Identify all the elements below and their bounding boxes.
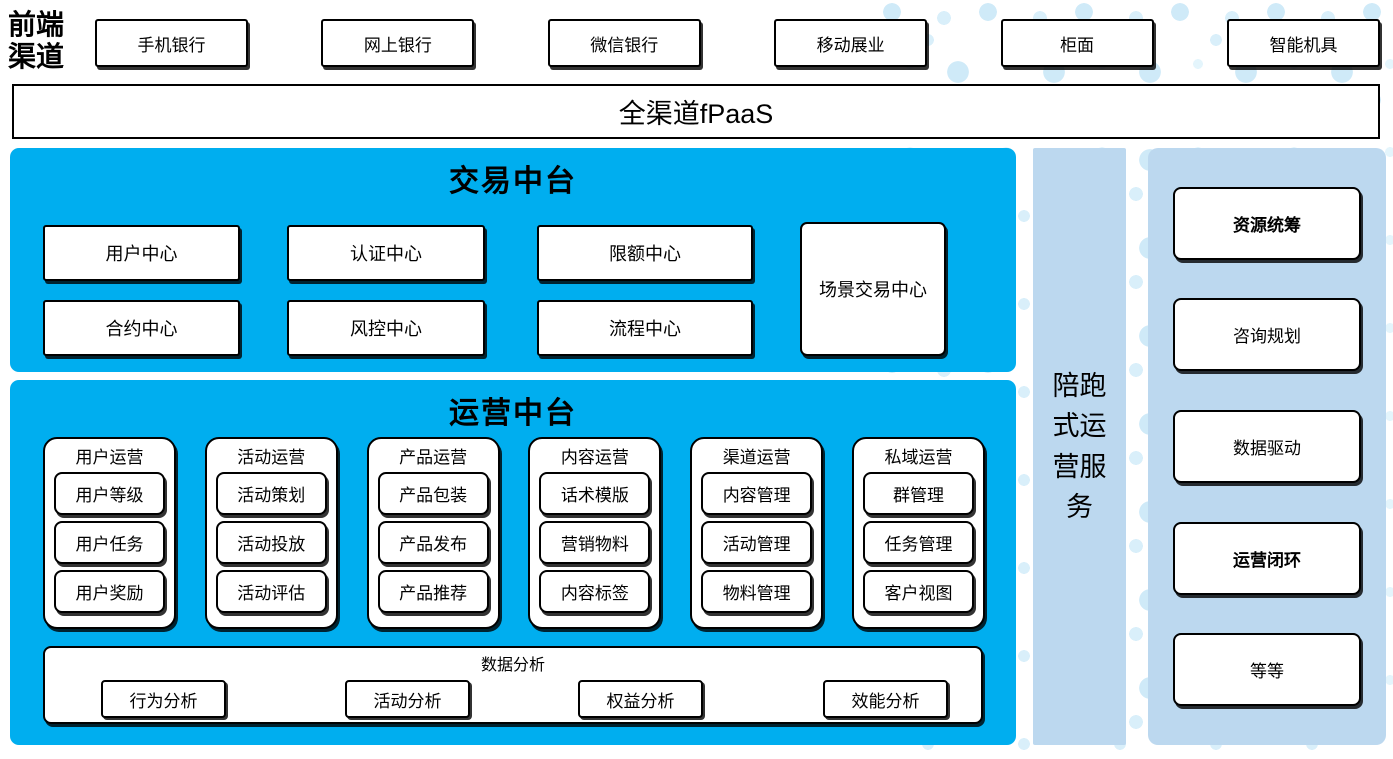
group-activity-operations: 活动运营 活动策划 活动投放 活动评估: [204, 437, 338, 629]
group-item: 内容管理: [701, 472, 813, 515]
center-box-process: 流程中心: [537, 300, 753, 356]
service-box-resource-coordination: 资源统筹: [1173, 186, 1361, 260]
service-box-consulting-planning: 咨询规划: [1173, 298, 1361, 372]
group-title: 产品运营: [399, 448, 468, 467]
group-items: 产品包装 产品发布 产品推荐: [377, 472, 489, 619]
center-box-risk: 风控中心: [287, 300, 485, 356]
transaction-platform-block: 交易中台 用户中心 认证中心 限额中心 合约中心 风控中心 流程中心 场景交易中…: [10, 148, 1016, 372]
group-user-operations: 用户运营 用户等级 用户任务 用户奖励: [43, 437, 176, 629]
group-items: 内容管理 活动管理 物料管理: [701, 472, 813, 619]
group-item: 内容标签: [539, 570, 651, 613]
group-item: 活动管理: [701, 521, 813, 564]
operations-platform-block: 运营中台 用户运营 用户等级 用户任务 用户奖励 活动运营 活动策划 活动投放 …: [10, 380, 1016, 745]
operations-platform-title: 运营中台: [449, 397, 577, 430]
center-box-limit: 限额中心: [537, 225, 753, 281]
channel-box-mobile-outreach: 移动展业: [774, 19, 928, 67]
group-product-operations: 产品运营 产品包装 产品发布 产品推荐: [366, 437, 500, 629]
group-content-operations: 内容运营 话术模版 营销物料 内容标签: [528, 437, 662, 629]
group-item: 产品包装: [377, 472, 489, 515]
group-item: 用户任务: [54, 521, 165, 564]
group-title: 私域运营: [884, 448, 953, 467]
group-item: 活动策划: [215, 472, 327, 515]
channel-box-wechat-banking: 微信银行: [547, 19, 701, 67]
center-box-contract: 合约中心: [43, 300, 240, 356]
group-item: 产品发布: [377, 521, 489, 564]
analysis-box-behavior: 行为分析: [101, 680, 226, 718]
data-analysis-card: 数据分析 行为分析 活动分析 权益分析 效能分析: [43, 646, 983, 724]
analysis-box-rights: 权益分析: [578, 680, 703, 718]
services-panel: 资源统筹 咨询规划 数据驱动 运营闭环 等等: [1148, 148, 1386, 745]
group-title: 活动运营: [237, 448, 306, 467]
transaction-platform-title: 交易中台: [449, 165, 577, 198]
group-private-domain-operations: 私域运营 群管理 任务管理 客户视图: [851, 437, 985, 629]
group-item: 客户视图: [862, 570, 974, 613]
analysis-box-activity: 活动分析: [345, 680, 470, 718]
frontend-channel-row: 手机银行 网上银行 微信银行 移动展业 柜面 智能机具: [95, 19, 1380, 67]
center-box-auth: 认证中心: [287, 225, 485, 281]
group-item: 用户奖励: [54, 570, 165, 613]
service-box-etc: 等等: [1173, 633, 1361, 707]
group-items: 活动策划 活动投放 活动评估: [215, 472, 327, 619]
fpaas-bar: 全渠道fPaaS: [12, 84, 1380, 139]
accompany-service-strip: 陪跑式运营服务: [1033, 148, 1126, 745]
data-analysis-title: 数据分析: [480, 657, 545, 674]
group-channel-operations: 渠道运营 内容管理 活动管理 物料管理: [690, 437, 824, 629]
group-item: 用户等级: [54, 472, 165, 515]
group-item: 营销物料: [539, 521, 651, 564]
center-box-scene-transaction: 场景交易中心: [800, 222, 946, 356]
group-title: 内容运营: [560, 448, 629, 467]
channel-box-online-banking: 网上银行: [321, 19, 475, 67]
group-item: 产品推荐: [377, 570, 489, 613]
group-items: 话术模版 营销物料 内容标签: [539, 472, 651, 619]
group-item: 话术模版: [539, 472, 651, 515]
group-item: 物料管理: [701, 570, 813, 613]
center-box-user: 用户中心: [43, 225, 240, 281]
service-box-data-driven: 数据驱动: [1173, 409, 1361, 483]
analysis-box-efficiency: 效能分析: [823, 680, 948, 718]
group-item: 群管理: [862, 472, 974, 515]
channel-box-smart-machines: 智能机具: [1226, 19, 1380, 67]
service-box-operations-loop: 运营闭环: [1173, 521, 1361, 595]
operations-groups-row: 用户运营 用户等级 用户任务 用户奖励 活动运营 活动策划 活动投放 活动评估 …: [43, 437, 985, 629]
group-item: 任务管理: [862, 521, 974, 564]
frontend-channels-label: 前端渠道: [8, 10, 65, 74]
group-items: 群管理 任务管理 客户视图: [862, 472, 974, 619]
accompany-service-label: 陪跑式运营服务: [1052, 370, 1107, 523]
channel-box-mobile-banking: 手机银行: [95, 19, 248, 67]
group-item: 活动投放: [215, 521, 327, 564]
group-item: 活动评估: [215, 570, 327, 613]
group-items: 用户等级 用户任务 用户奖励: [54, 472, 165, 619]
channel-box-counter: 柜面: [1000, 19, 1154, 67]
group-title: 用户运营: [75, 448, 144, 467]
group-title: 渠道运营: [722, 448, 791, 467]
